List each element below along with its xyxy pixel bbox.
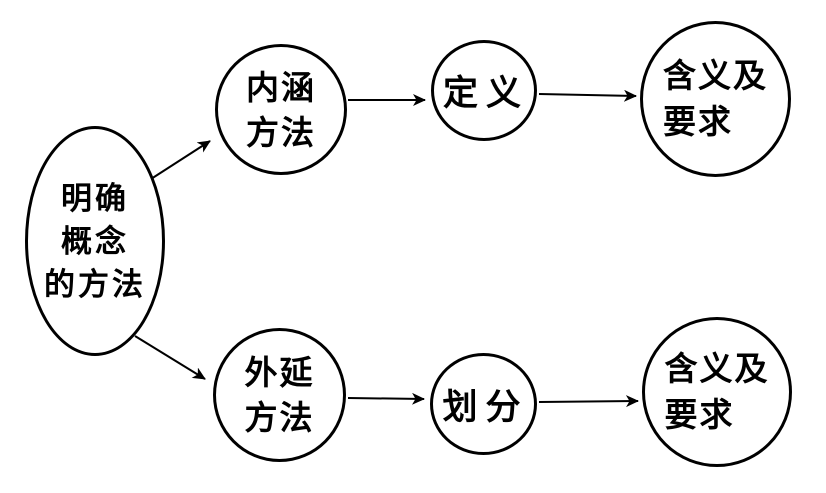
node-bottom-result-line-2: 要求	[664, 396, 735, 433]
node-bottom-method-line-1: 外延	[244, 354, 315, 391]
node-root-line-1: 明确	[61, 180, 129, 216]
node-top-result-circle: 含义及 要求	[640, 21, 791, 177]
node-root-label: 明确 概念 的方法	[44, 177, 146, 306]
node-bottom-result-line-1: 含义及	[664, 350, 770, 387]
node-top-result-label: 含义及 要求	[663, 53, 768, 145]
node-top-result-line-1: 含义及	[663, 57, 768, 94]
node-bottom-method-circle: 外延 方法	[213, 328, 346, 462]
node-root-line-2: 概念	[61, 223, 129, 259]
arrow-dingyi-to-hanyi-top	[538, 89, 637, 102]
node-bottom-step-circle: 划分	[430, 353, 537, 455]
arrow-root-to-neihan	[150, 140, 211, 180]
node-top-result-line-2: 要求	[663, 103, 733, 140]
node-top-step-circle: 定义	[431, 40, 537, 141]
node-top-step-label: 定义	[442, 74, 529, 113]
node-top-method-label: 内涵 方法	[246, 65, 316, 155]
node-top-method-line-2: 方法	[246, 113, 316, 151]
node-root-line-3: 的方法	[44, 266, 146, 302]
node-bottom-result-circle: 含义及 要求	[642, 317, 792, 467]
arrow-huafen-to-hanyi-bottom	[538, 395, 639, 408]
node-bottom-method-line-2: 方法	[244, 399, 315, 436]
node-bottom-method-label: 外延 方法	[245, 350, 315, 440]
node-top-method-line-1: 内涵	[246, 68, 316, 106]
node-bottom-step-label: 划分	[442, 387, 529, 427]
node-root-ellipse: 明确 概念 的方法	[25, 126, 165, 356]
arrow-waiyan-to-huafen	[347, 392, 425, 405]
arrow-root-to-waiyan	[134, 335, 206, 380]
node-top-method-circle: 内涵 方法	[215, 44, 347, 175]
node-bottom-result-label: 含义及 要求	[665, 346, 770, 438]
